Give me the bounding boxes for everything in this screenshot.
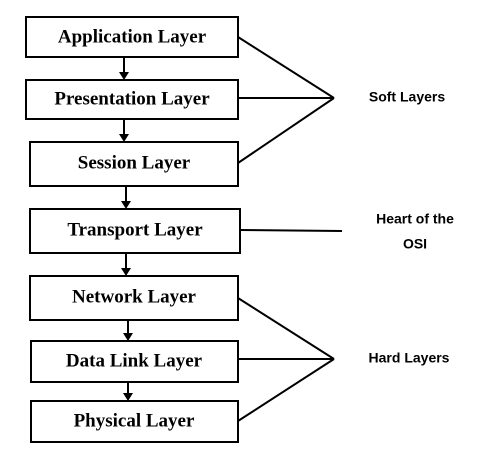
layer-box — [29, 141, 239, 187]
layer-transport: Transport Layer — [29, 208, 241, 254]
layer-application: Application Layer — [25, 16, 239, 58]
connector-session-soft — [237, 97, 335, 164]
layer-box — [25, 79, 239, 120]
arrow-application-to-presentation — [119, 57, 129, 80]
layer-arrows — [119, 57, 133, 401]
arrow-session-to-transport — [121, 186, 131, 209]
group-label-hard: Hard Layers — [369, 350, 450, 366]
layer-network: Network Layer — [29, 275, 239, 321]
layer-box — [25, 16, 239, 58]
layer-session: Session Layer — [29, 141, 239, 187]
connector-network-hard — [237, 297, 335, 360]
group-hard-layers: Hard Layers — [369, 350, 450, 366]
layer-label: Session Layer — [78, 152, 191, 173]
layer-box — [29, 275, 239, 321]
connector-application-soft — [237, 36, 335, 99]
layer-datalink: Data Link Layer — [30, 340, 239, 383]
group-heart-of-osi: Heart of the OSI — [376, 211, 454, 252]
layer-box — [29, 208, 241, 254]
connector-transport-heart — [239, 229, 343, 232]
group-label-heart-line2: OSI — [403, 236, 427, 252]
group-label-heart-line1: Heart of the — [376, 211, 454, 227]
arrow-transport-to-network — [121, 253, 131, 276]
layer-presentation: Presentation Layer — [25, 79, 239, 120]
arrow-network-to-datalink — [123, 320, 133, 341]
group-soft-layers: Soft Layers — [369, 89, 445, 105]
layer-label: Presentation Layer — [54, 88, 210, 109]
layer-label: Data Link Layer — [66, 350, 203, 371]
layer-label: Transport Layer — [67, 219, 203, 240]
arrow-presentation-to-session — [119, 119, 129, 142]
layer-box — [30, 400, 239, 443]
layer-label: Application Layer — [58, 26, 207, 47]
layer-label: Network Layer — [72, 286, 197, 307]
group-label-soft: Soft Layers — [369, 89, 445, 105]
layer-box — [30, 340, 239, 383]
layer-physical: Physical Layer — [30, 400, 239, 443]
layer-label: Physical Layer — [74, 410, 195, 431]
group-connectors — [237, 36, 343, 422]
arrow-datalink-to-physical — [123, 382, 133, 401]
connector-physical-hard — [237, 358, 335, 422]
